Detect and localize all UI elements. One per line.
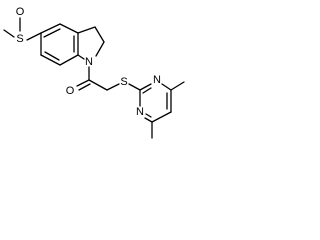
atom-carbonyl-o: O — [66, 85, 75, 97]
atom-sulfoxide-s: S — [16, 33, 23, 45]
bond-carbonyl-ch2 — [88, 79, 108, 91]
bond-carbonyl-oxygen-b — [78, 83, 91, 91]
atom-indoline-n: N — [85, 56, 93, 68]
bond-c3-c2 — [94, 26, 105, 43]
bond-sulfur-pyrimidine — [128, 83, 141, 91]
bond-pyr-c5-c6 — [151, 111, 172, 123]
bond-benz-5 — [40, 54, 61, 66]
bond-pyr-c6-n1 — [144, 117, 153, 123]
atom-labels: O S N O S N N — [16, 6, 161, 118]
atom-sulfoxide-o: O — [16, 6, 25, 18]
bond-carbonyl-oxygen-a — [76, 79, 90, 87]
atom-pyrimidine-n-top: N — [153, 74, 161, 86]
bond-benz-1 — [40, 23, 61, 34]
bonds — [3, 17, 185, 139]
atom-pyrimidine-n-bottom: N — [136, 106, 144, 118]
bond-benz-1-inner — [43, 28, 61, 38]
bond-methyl-sulfur — [3, 29, 15, 38]
bond-pyr-c6-n1-inner — [145, 113, 152, 118]
bond-pyr-methyl-top — [170, 81, 185, 91]
bond-sulfur-ring — [26, 32, 42, 41]
bond-ch2-sulfur — [106, 83, 120, 91]
bond-pyr-c2-n3 — [139, 83, 152, 91]
bond-benz-2 — [59, 23, 79, 34]
bond-n1-c7a — [77, 54, 85, 60]
molecule-drawing: O S N O S N N — [3, 6, 185, 139]
bond-benz-4 — [59, 54, 79, 66]
bond-pyr-c2-n3-inner — [142, 87, 152, 94]
structure-diagram: O S N O S N N — [0, 0, 188, 145]
bond-benz-5-inner — [44, 51, 60, 61]
bond-pyr-n3-c4 — [161, 83, 172, 91]
bond-c3a-c3 — [77, 26, 96, 34]
atom-thioether-s: S — [120, 76, 127, 88]
bond-c2-n1 — [95, 41, 105, 57]
